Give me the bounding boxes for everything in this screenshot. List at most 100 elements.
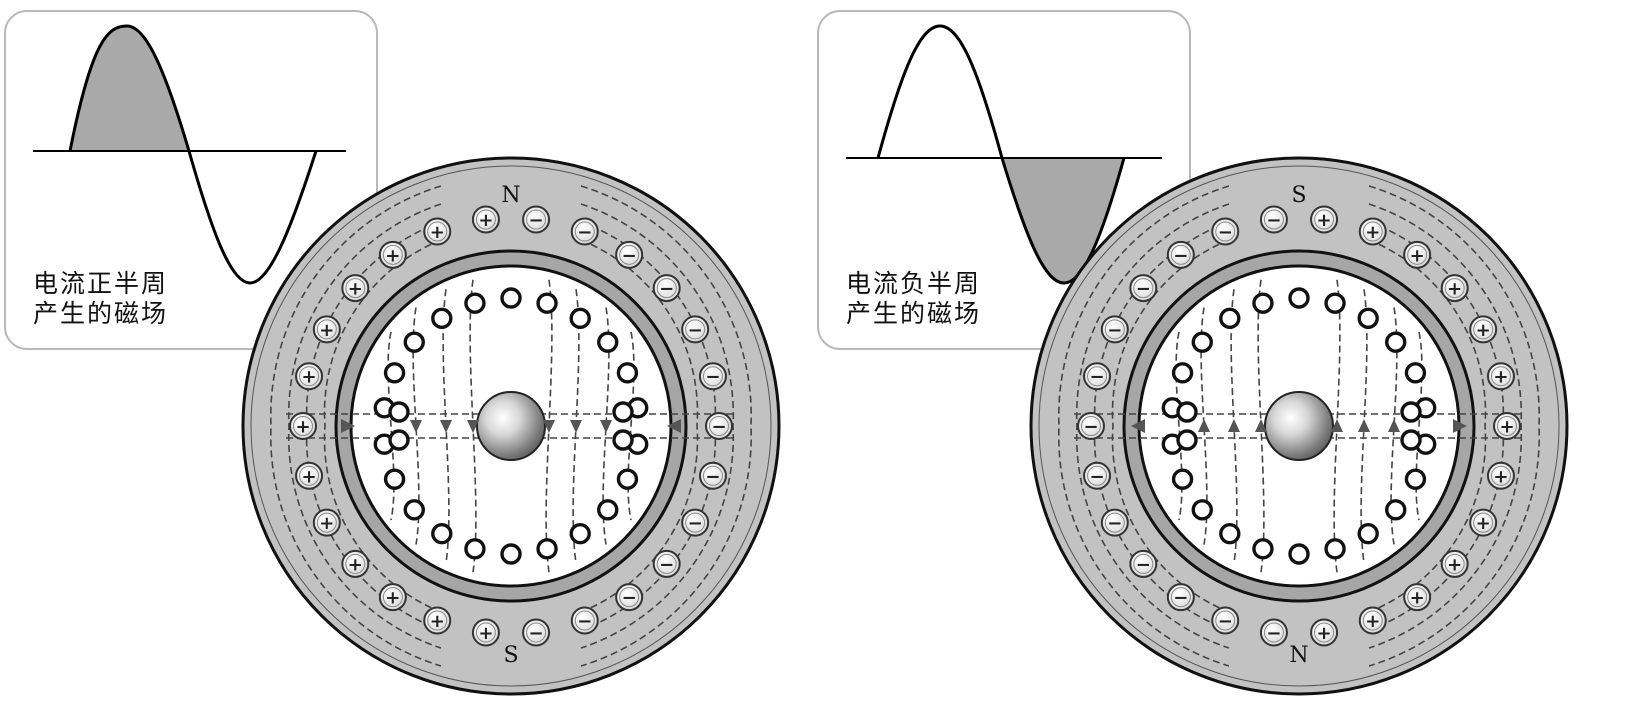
flux-direction-arrows (341, 419, 681, 433)
rotor-conductor (1324, 292, 1346, 314)
rotor-conductors (1161, 287, 1437, 565)
negative-half-shaded-area (1002, 158, 1124, 283)
sign-left: + (348, 554, 363, 575)
arrow-down-icon (600, 420, 612, 433)
arrow-up-icon (1388, 419, 1400, 432)
stator-slot: − (570, 606, 599, 635)
rotor-conductor (536, 538, 558, 560)
stator-edge (1038, 165, 1560, 687)
sign-right: + (1499, 417, 1514, 438)
stator-slot: + (1440, 549, 1469, 578)
sign-left: − (1083, 417, 1098, 438)
stator-slot: − (1129, 274, 1158, 303)
slot-inner-ring (1314, 209, 1335, 230)
stator-slot: − (1259, 205, 1288, 234)
sign-right: − (688, 513, 703, 534)
rotor-conductor (500, 287, 522, 309)
slot-inner-ring (1490, 465, 1511, 486)
slot-inner-ring (345, 278, 366, 299)
sign-left: − (1089, 367, 1104, 388)
stator-slot: + (341, 274, 370, 303)
slot-inner-ring (1362, 221, 1383, 242)
sign-left: − (1266, 210, 1281, 231)
rotor-conductor (1171, 362, 1194, 384)
slot-inner-ring (1490, 366, 1511, 387)
flux-direction-arrows (1131, 419, 1467, 433)
arrow-up-icon (1255, 419, 1267, 432)
sign-right: − (688, 320, 703, 341)
field-line-right-3 (580, 185, 753, 667)
sign-right: + (1410, 245, 1425, 266)
rotor-conductor (1219, 307, 1241, 330)
field-line-right-0 (1368, 239, 1487, 613)
rotor-conductor (597, 331, 619, 353)
sign-left: − (1266, 623, 1281, 644)
sign-right: + (1317, 623, 1332, 644)
slot-inner-ring (702, 366, 723, 387)
rotor-conductor (1400, 429, 1422, 451)
sign-right: − (577, 611, 592, 632)
stator-slot: + (289, 412, 317, 440)
rotor-conductor (612, 401, 634, 423)
shaft (476, 391, 546, 461)
stator-slot: − (698, 362, 727, 391)
stator-field-lines (1057, 185, 1541, 667)
stator-slot: − (1129, 549, 1158, 578)
stator-slot: + (312, 508, 341, 537)
slot-inner-ring (1104, 319, 1125, 340)
pole-label-top: N (501, 183, 520, 208)
stator-slot: − (1100, 315, 1129, 344)
rotor-conductor (1252, 538, 1274, 560)
pole-label-bottom: S (503, 643, 518, 668)
rotor-conductor (500, 543, 522, 565)
rotor-conductor (1191, 331, 1213, 353)
slot-inner-ring (316, 512, 337, 533)
field-line-right-1 (1368, 221, 1505, 631)
slot-inner-ring (1104, 512, 1125, 533)
slot-inner-ring (1215, 221, 1236, 242)
slot-inner-ring (656, 553, 677, 574)
field-line-right-1 (580, 221, 717, 631)
sign-left: − (1107, 320, 1122, 341)
stator-slot: − (522, 618, 551, 647)
slot-inner-ring (299, 465, 320, 486)
rotor-conductor (616, 468, 639, 490)
slot-inner-ring (656, 278, 677, 299)
sign-left: − (1136, 554, 1151, 575)
sign-right: + (1447, 279, 1462, 300)
rotor-conductor (1404, 468, 1427, 490)
sign-left: − (1089, 466, 1104, 487)
slot-inner-ring (382, 587, 403, 608)
rotor-conductor (1176, 401, 1198, 423)
sign-left: + (348, 279, 363, 300)
rotor-conductor (383, 468, 406, 490)
stator-edge (250, 165, 772, 687)
arrow-up-icon (1331, 419, 1343, 432)
caption-positive-line-2: 产生的磁场 (33, 299, 168, 328)
motor-cross-section-negative: +++++++++++++−−−−−−−−−−−−−SN (1029, 156, 1569, 696)
slot-inner-ring (475, 622, 496, 643)
slot-inner-ring (1473, 512, 1494, 533)
sign-left: + (430, 611, 445, 632)
arrow-up-icon (1228, 419, 1240, 432)
panel-positive-half-cycle: 电流正半周 产生的磁场 −−−−−−−−−−−−−+++++++++++++NS (4, 10, 781, 696)
waveform-box-positive: 电流正半周 产生的磁场 (4, 10, 378, 350)
slot-inner-ring (1081, 416, 1101, 436)
pole-label-top: S (1291, 183, 1306, 208)
sign-left: + (430, 222, 445, 243)
slot-inner-ring (316, 319, 337, 340)
sign-right: − (711, 417, 726, 438)
arrow-horizontal-icon (1131, 419, 1145, 433)
stator-slot: + (1486, 362, 1515, 391)
slot-inner-ring (475, 209, 496, 230)
rotor-conductor (1357, 307, 1379, 330)
stator-slot: + (1440, 274, 1469, 303)
arrow-up-icon (1198, 419, 1210, 432)
rotor-conductor (1385, 499, 1407, 521)
sign-left: − (1218, 222, 1233, 243)
rotor-conductor (403, 499, 425, 521)
stator-slot: − (1166, 583, 1195, 612)
sign-right: − (577, 222, 592, 243)
pole-label-bottom: N (1289, 643, 1308, 668)
